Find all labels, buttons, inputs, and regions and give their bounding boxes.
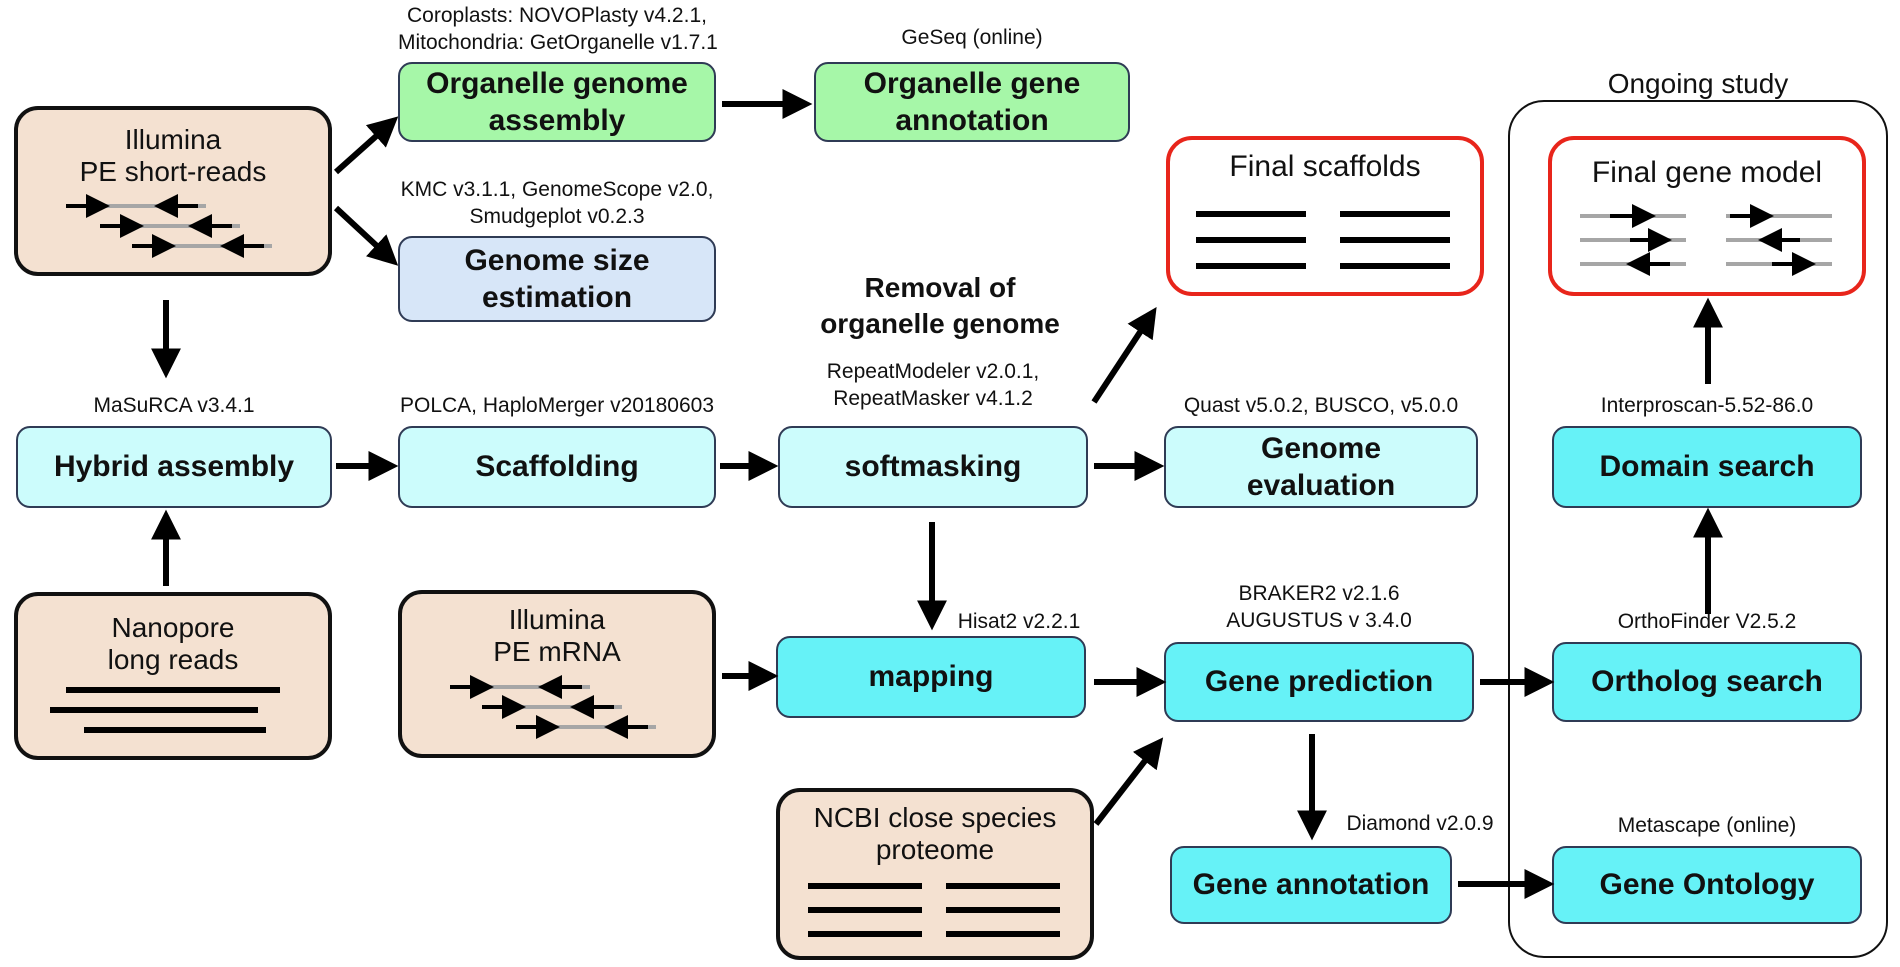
ortholog-search-tools: OrthoFinder V2.5.2 bbox=[1617, 610, 1797, 633]
organelle-assembly-tools: Coroplasts: NOVOPlasty v4.2.1, Mitochond… bbox=[398, 4, 718, 55]
arrow-softmasking-to-scaffolds bbox=[1091, 306, 1157, 404]
ongoing-study-frame bbox=[1508, 100, 1888, 958]
gene-ontology-tools: Metascape (online) bbox=[1617, 814, 1797, 837]
organelle-annotation-tools: GeSeq (online) bbox=[901, 26, 1043, 49]
paired-reads-glyph-short bbox=[66, 194, 272, 258]
arrow-short-to-organelle bbox=[334, 116, 399, 175]
organelle-genome-assembly-step: Organelle genome assembly bbox=[398, 62, 716, 142]
proteome-lines-glyph bbox=[808, 883, 1060, 937]
gene-model-glyph bbox=[1580, 204, 1832, 276]
gene-annotation-tools: Diamond v2.0.9 bbox=[1346, 812, 1494, 835]
ortholog-search-step: Ortholog search bbox=[1552, 642, 1862, 722]
scaffold-lines-glyph bbox=[1196, 211, 1450, 269]
gene-ontology-step: Gene Ontology bbox=[1552, 846, 1862, 924]
gene-prediction-tools: BRAKER2 v2.1.6 AUGUSTUS v 3.4.0 bbox=[1226, 582, 1412, 633]
removal-organelle-heading: Removal of organelle genome bbox=[820, 272, 1060, 340]
genome-size-estimation-step: Genome size estimation bbox=[398, 236, 716, 322]
hybrid-assembly-tools: MaSuRCA v3.4.1 bbox=[93, 394, 255, 417]
genome-evaluation-step: Genome evaluation bbox=[1164, 426, 1478, 508]
softmasking-step: softmasking bbox=[778, 426, 1088, 508]
gene-annotation-step: Gene annotation bbox=[1170, 846, 1452, 924]
domain-search-step: Domain search bbox=[1552, 426, 1862, 508]
paired-reads-glyph-mrna bbox=[450, 675, 656, 739]
domain-search-tools: Interproscan-5.52-86.0 bbox=[1600, 394, 1814, 417]
long-reads-glyph bbox=[50, 687, 280, 733]
genome-evaluation-tools: Quast v5.0.2, BUSCO, v5.0.0 bbox=[1183, 394, 1459, 417]
scaffolding-step: Scaffolding bbox=[398, 426, 716, 508]
mapping-step: mapping bbox=[776, 636, 1086, 718]
genome-size-tools: KMC v3.1.1, GenomeScope v2.0, Smudgeplot… bbox=[400, 178, 714, 229]
organelle-gene-annotation-step: Organelle gene annotation bbox=[814, 62, 1130, 142]
mapping-tools: Hisat2 v2.2.1 bbox=[957, 610, 1081, 633]
scaffolding-tools: POLCA, HaploMerger v20180603 bbox=[399, 394, 714, 417]
flow-arrows bbox=[151, 89, 1723, 899]
ongoing-study-title: Ongoing study bbox=[1607, 68, 1789, 99]
softmasking-tools: RepeatModeler v2.0.1, RepeatMasker v4.1.… bbox=[826, 360, 1040, 411]
gene-prediction-step: Gene prediction bbox=[1164, 642, 1474, 722]
arrow-ncbi-to-prediction bbox=[1093, 737, 1164, 826]
hybrid-assembly-step: Hybrid assembly bbox=[16, 426, 332, 508]
arrow-short-to-size bbox=[333, 205, 399, 266]
